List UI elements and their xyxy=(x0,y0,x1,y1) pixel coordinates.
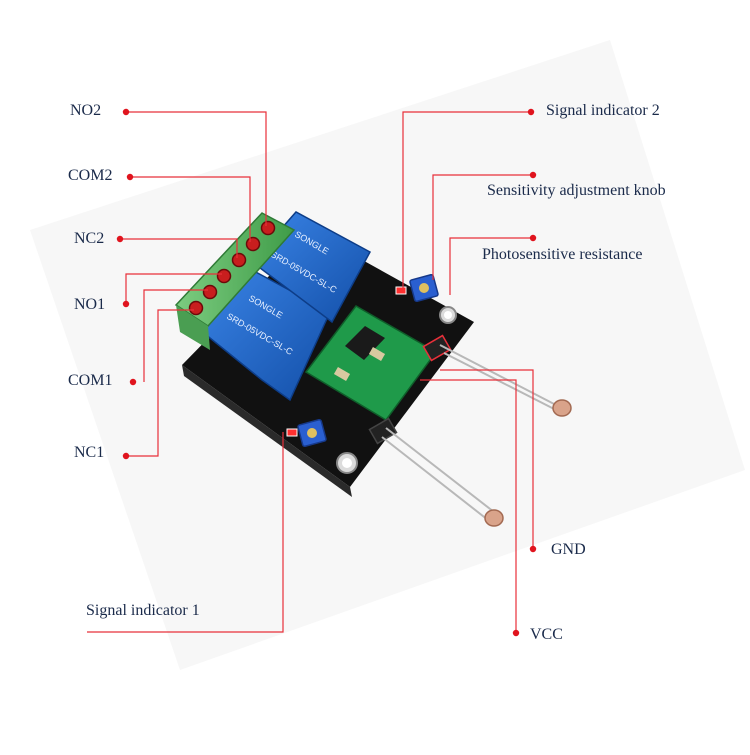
photoresistor-head xyxy=(484,509,504,527)
relay-board: SONGLE SRD-05VDC-SL-C SONGLE SRD-05VDC-S… xyxy=(174,211,572,527)
leader-vcc xyxy=(420,379,517,633)
label-nc2: NC2 xyxy=(74,230,105,247)
terminal-block-front xyxy=(176,305,210,350)
terminal-screw-nc1 xyxy=(188,300,204,316)
leader-photosensitive xyxy=(449,237,533,295)
leader-com2-dot xyxy=(126,173,134,181)
signal-led-1 xyxy=(286,428,298,437)
photoresistor-connector-1 xyxy=(368,417,398,445)
leader-photosensitive-dot xyxy=(529,234,537,242)
label-no2: NO2 xyxy=(70,102,102,119)
pcb-edge xyxy=(182,365,352,497)
terminal-screw-nc2 xyxy=(231,252,247,268)
photoresistor-lead xyxy=(381,436,489,521)
leader-com1-dot xyxy=(129,378,137,386)
label-vcc: VCC xyxy=(530,626,563,643)
leader-vcc-dot xyxy=(512,629,520,637)
label-sensitivity-adjustment-knob: Sensitivity adjustment knob xyxy=(487,182,666,199)
terminal-screw-com1 xyxy=(202,284,218,300)
leader-no2-dot xyxy=(122,108,130,116)
photoresistor-1 xyxy=(381,427,504,527)
leader-nc2-dot xyxy=(116,235,124,243)
label-photosensitive-resistance: Photosensitive resistance xyxy=(482,246,643,263)
label-signal-indicator-2: Signal indicator 2 xyxy=(546,102,660,119)
trimmer-screw xyxy=(419,283,429,293)
terminal-screw-no1 xyxy=(216,268,232,284)
label-com1: COM1 xyxy=(68,372,113,389)
leader-signal-indicator-2 xyxy=(402,111,531,288)
leader-gnd-dot xyxy=(529,545,537,553)
photoresistor-lead xyxy=(385,427,495,513)
module-smd xyxy=(368,347,386,361)
leader-nc2 xyxy=(120,238,238,258)
label-signal-indicator-1: Signal indicator 1 xyxy=(86,602,200,619)
callout-leader-lines xyxy=(87,108,537,637)
label-com2: COM2 xyxy=(68,167,113,184)
photoresistor-lead xyxy=(439,344,557,406)
photoresistor-lead xyxy=(443,352,561,413)
terminal-screw-com2 xyxy=(245,236,261,252)
leader-sensitivity-knob-dot xyxy=(529,171,537,179)
leader-com2 xyxy=(130,176,251,242)
label-gnd: GND xyxy=(551,541,586,558)
module-smd xyxy=(333,367,351,381)
mounting-hole-center xyxy=(342,458,352,468)
leader-no1 xyxy=(125,273,222,304)
screw-terminals xyxy=(188,220,276,316)
photoresistor-head xyxy=(552,399,572,417)
leader-sensitivity-knob xyxy=(432,174,533,280)
trimmer-screw xyxy=(307,428,317,438)
leader-nc1 xyxy=(126,309,194,457)
signal-led-2 xyxy=(395,286,407,295)
label-nc1: NC1 xyxy=(74,444,105,461)
photoresistor-2 xyxy=(439,344,572,417)
terminal-screw-no2 xyxy=(260,220,276,236)
photoresistor-connector-2 xyxy=(422,334,452,362)
leader-signal-indicator-2-dot xyxy=(527,108,535,116)
mounting-hole-center xyxy=(444,311,452,319)
module-chip xyxy=(345,326,385,360)
label-no1: NO1 xyxy=(74,296,106,313)
leader-com1 xyxy=(143,289,208,382)
leader-nc1-dot xyxy=(122,452,130,460)
leader-signal-indicator-1 xyxy=(87,432,284,633)
leader-no1-dot xyxy=(122,300,130,308)
leader-no2 xyxy=(126,111,267,226)
leader-gnd xyxy=(440,369,534,549)
